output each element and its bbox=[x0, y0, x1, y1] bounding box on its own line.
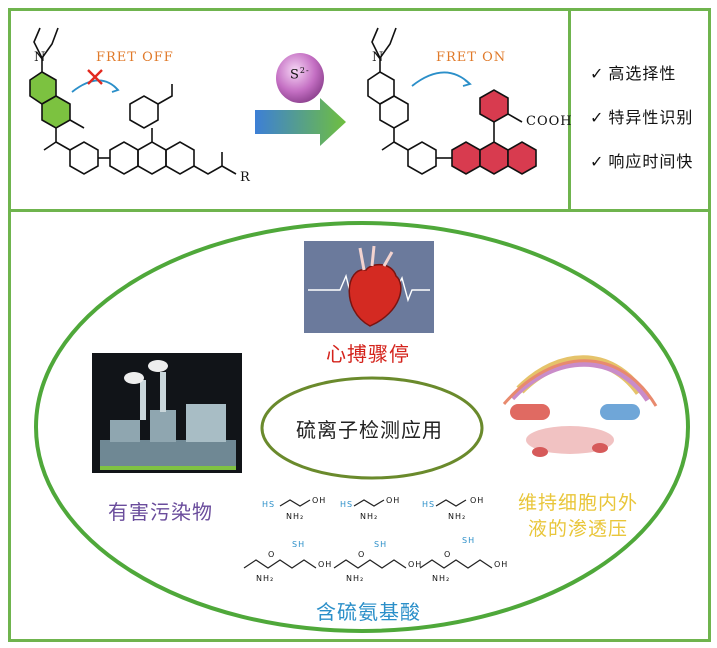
oh-label-5: OH bbox=[408, 560, 423, 569]
feature-1: ✓高选择性 bbox=[590, 60, 676, 84]
center-ellipse bbox=[260, 376, 484, 480]
amino-acid-structures bbox=[243, 499, 493, 569]
sulfide-charge: 2- bbox=[299, 66, 310, 75]
feature-text: 特异性识别 bbox=[608, 108, 694, 127]
sh-label-1: SH bbox=[292, 540, 306, 549]
xanthene-ring bbox=[451, 141, 481, 175]
fret-off-label: FRET OFF bbox=[96, 50, 174, 65]
center-label: 硫离子检测应用 bbox=[296, 418, 443, 442]
sh-label-3: SH bbox=[462, 536, 476, 545]
oh-label-3: OH bbox=[470, 496, 485, 505]
osmotic-label-line1: 维持细胞内外 bbox=[518, 492, 639, 514]
r-group-label: R bbox=[240, 170, 251, 185]
nh2-label-4: NH₂ bbox=[256, 574, 275, 583]
nh2-label-3: NH₂ bbox=[448, 512, 467, 521]
fret-off-arrow bbox=[71, 79, 119, 93]
product-molecule bbox=[367, 27, 537, 175]
oh-label-1: OH bbox=[312, 496, 327, 505]
o-label-3: O bbox=[444, 550, 452, 559]
n-right-label: N bbox=[372, 50, 385, 65]
cardiac-arrest-label: 心搏骤停 bbox=[326, 342, 410, 366]
n-left-label: N bbox=[34, 50, 47, 65]
sh-label-2: SH bbox=[374, 540, 388, 549]
feature-text: 响应时间快 bbox=[608, 152, 694, 171]
nh2-label-2: NH₂ bbox=[360, 512, 379, 521]
right-arrow-icon bbox=[255, 98, 346, 146]
nh2-label-5: NH₂ bbox=[346, 574, 365, 583]
nh2-label-1: NH₂ bbox=[286, 512, 305, 521]
heart-image bbox=[304, 241, 434, 333]
amino-acid-label: 含硫氨基酸 bbox=[316, 600, 421, 624]
pollutant-label: 有害污染物 bbox=[108, 500, 213, 524]
outer-ellipse bbox=[34, 221, 690, 633]
cooh-label: COOH bbox=[526, 114, 573, 129]
reagent-arrow bbox=[255, 53, 346, 146]
feature-3: ✓响应时间快 bbox=[590, 148, 693, 172]
check-icon: ✓ bbox=[590, 108, 605, 127]
feature-text: 高选择性 bbox=[608, 64, 677, 83]
hs-label-2: HS bbox=[340, 500, 354, 509]
osmotic-label-line2: 液的渗透压 bbox=[528, 518, 629, 540]
o-label-1: O bbox=[268, 550, 276, 559]
sulfide-ball bbox=[276, 53, 324, 103]
factory-image bbox=[92, 353, 242, 473]
oh-label-4: OH bbox=[318, 560, 333, 569]
hs-label-1: HS bbox=[262, 500, 276, 509]
fret-on-label: FRET ON bbox=[436, 50, 507, 65]
fret-on-arrow bbox=[411, 71, 471, 87]
blocked-cross-icon bbox=[87, 69, 103, 85]
hs-label-3: HS bbox=[422, 500, 436, 509]
check-icon: ✓ bbox=[590, 152, 605, 171]
nh2-label-6: NH₂ bbox=[432, 574, 451, 583]
o-label-2: O bbox=[358, 550, 366, 559]
check-icon: ✓ bbox=[590, 64, 605, 83]
bottom-panel bbox=[8, 209, 711, 642]
oh-label-6: OH bbox=[494, 560, 509, 569]
probe-molecule bbox=[29, 27, 237, 175]
sulfide-symbol: S bbox=[290, 67, 300, 83]
sulfide-ion-label: S2- bbox=[290, 66, 310, 82]
cell-membrane-image bbox=[502, 355, 658, 457]
oh-label-2: OH bbox=[386, 496, 401, 505]
feature-2: ✓特异性识别 bbox=[590, 104, 693, 128]
